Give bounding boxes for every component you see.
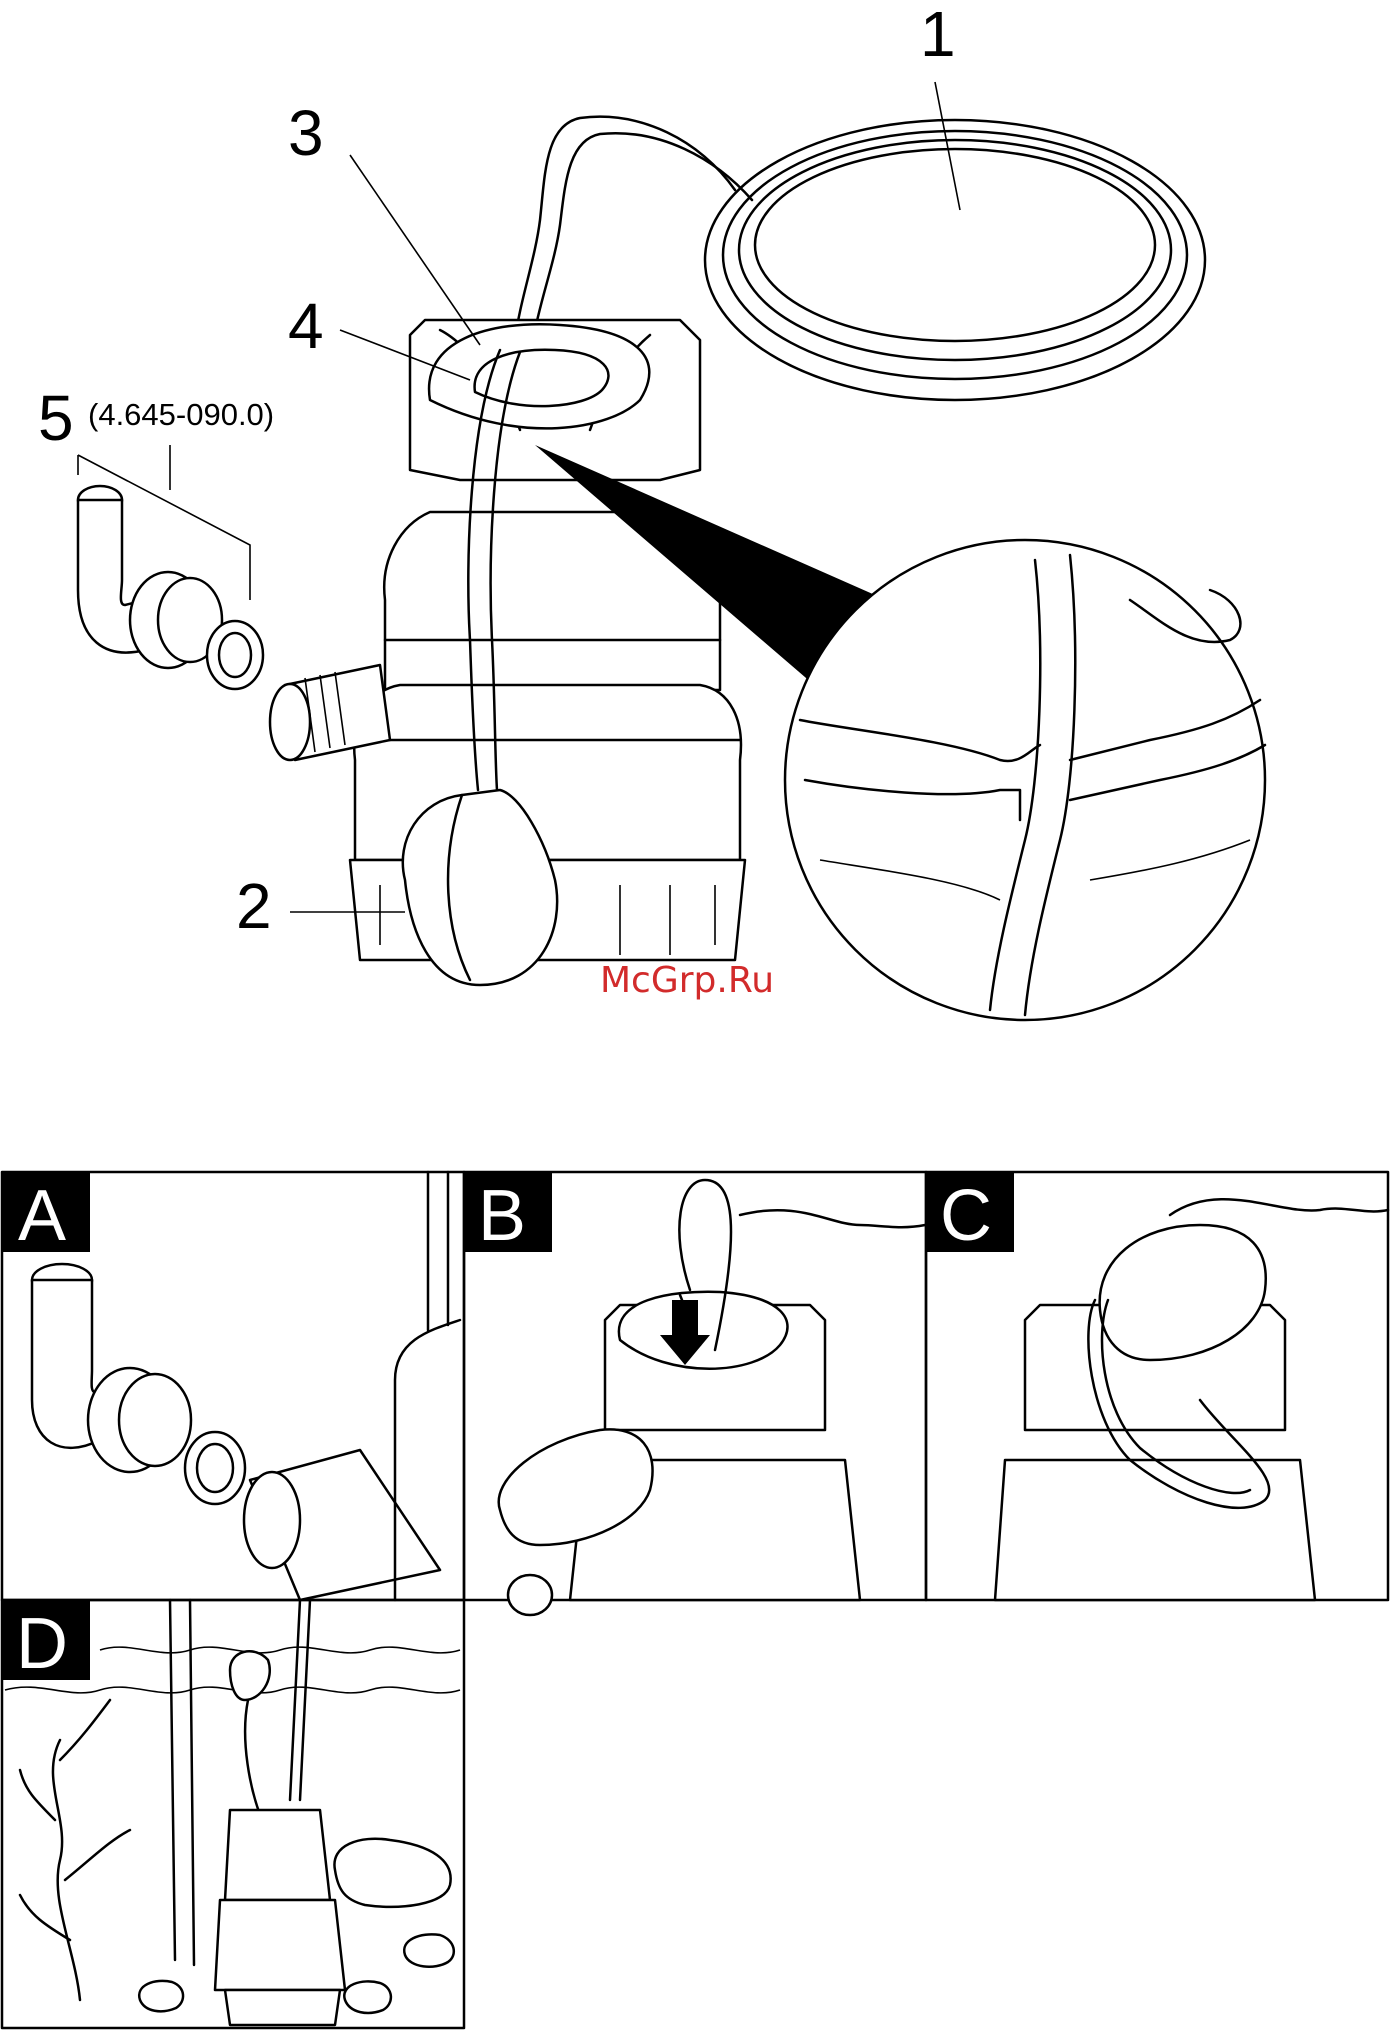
panel-a-letter: A [18, 1176, 66, 1256]
panel-a-drawing: A [2, 1172, 460, 1600]
panel-b-letter: B [478, 1176, 526, 1256]
elbow-fitting [78, 486, 263, 689]
panel-c-drawing: C [926, 1172, 1388, 1600]
part-number: (4.645-090.0) [88, 397, 274, 432]
panel-d-drawing: D [2, 1600, 460, 2025]
panel-b-drawing: B [464, 1172, 925, 1615]
panel-c-letter: C [940, 1176, 992, 1256]
pump-assembly-drawing: 1 3 4 5 (4.645-090.0) 2 McGrp.Ru [38, 0, 1265, 1020]
label-2: 2 [236, 870, 272, 942]
label-1: 1 [920, 0, 956, 70]
magnified-detail [785, 540, 1265, 1020]
panel-d-letter: D [16, 1604, 68, 1684]
label-3: 3 [288, 97, 324, 169]
label-4: 4 [288, 290, 324, 362]
watermark: McGrp.Ru [600, 960, 774, 1001]
label-5: 5 [38, 382, 74, 454]
